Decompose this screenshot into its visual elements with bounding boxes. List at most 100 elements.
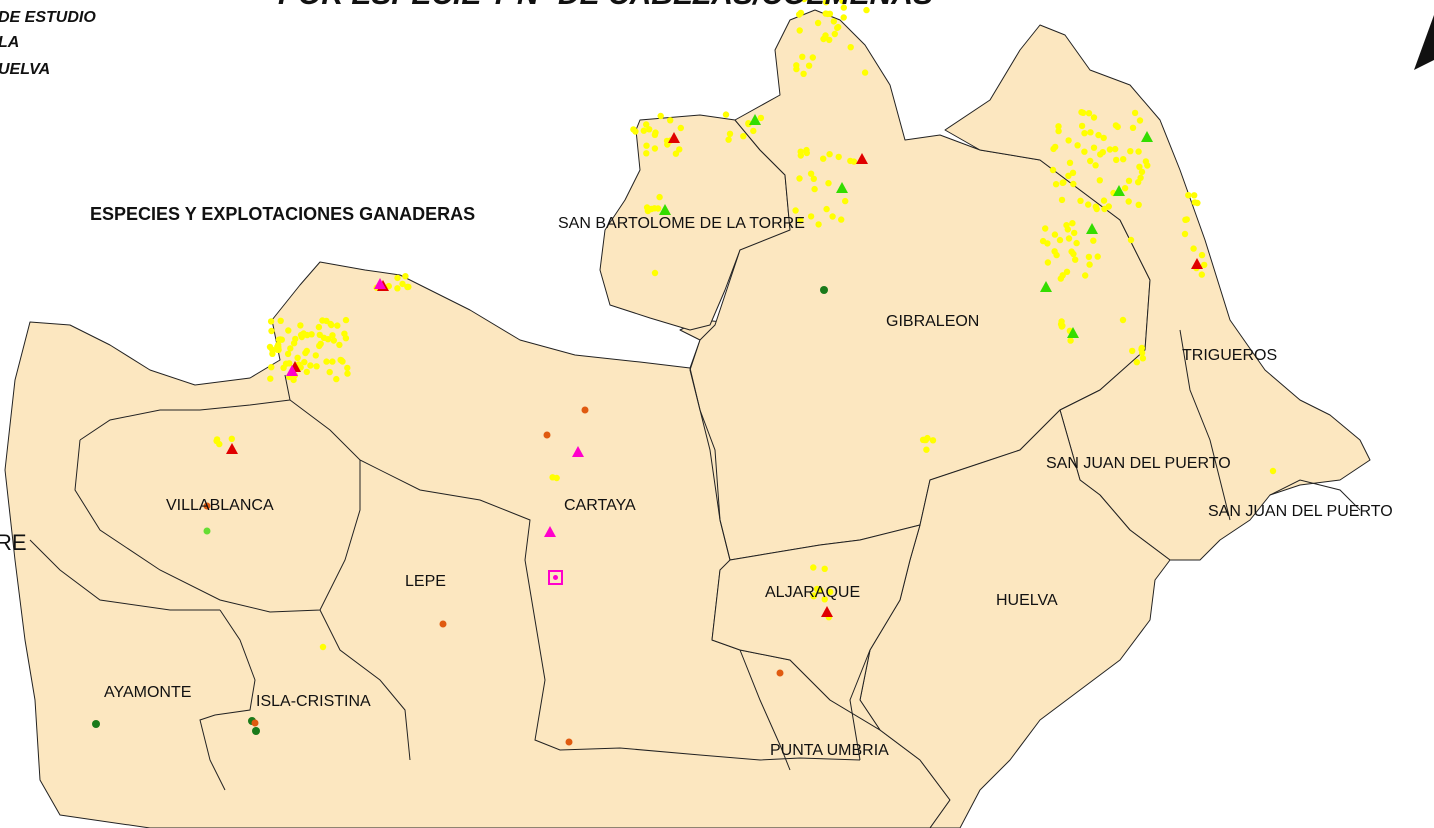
yellow-dot <box>1113 156 1120 164</box>
yellow-dot <box>803 146 810 154</box>
yellow-dot <box>329 332 336 339</box>
label-san-juan-del-puerto-1: SAN JUAN DEL PUERTO <box>1046 455 1231 472</box>
yellow-dot <box>269 350 276 357</box>
label-trigueros: TRIGUEROS <box>1182 347 1277 364</box>
yellow-dot <box>286 360 293 367</box>
yellow-dot <box>1100 134 1107 142</box>
magenta-triangle <box>572 446 584 457</box>
yellow-dot <box>1105 203 1113 210</box>
yellow-dot <box>807 170 815 177</box>
yellow-dot <box>1067 337 1074 344</box>
yellow-dot <box>1198 271 1206 278</box>
yellow-dot <box>1058 323 1066 330</box>
yellow-dot <box>1125 198 1132 205</box>
yellow-dot <box>643 121 650 128</box>
yellow-dot <box>1194 199 1201 207</box>
yellow-dot <box>228 435 235 442</box>
green-triangle <box>836 182 848 193</box>
study-area-line-1: DE ESTUDIO <box>0 9 96 26</box>
yellow-dot <box>929 437 937 444</box>
yellow-dot <box>676 146 683 153</box>
yellow-dot <box>835 153 842 161</box>
yellow-dot <box>813 585 821 593</box>
label-aljaraque: ALJARAQUE <box>765 584 860 601</box>
land-areas <box>4 9 1371 828</box>
yellow-dot <box>280 364 287 371</box>
orange-dot <box>776 669 784 677</box>
yellow-dot <box>810 175 817 182</box>
yellow-dot <box>1087 129 1094 136</box>
light-green-dot <box>203 527 211 535</box>
yellow-dot <box>213 437 220 445</box>
yellow-dot <box>809 54 816 61</box>
yellow-dot <box>826 36 833 44</box>
yellow-dot <box>1090 144 1098 151</box>
green-triangle <box>749 114 761 125</box>
yellow-dot <box>823 205 830 213</box>
yellow-dot <box>1139 355 1147 362</box>
yellow-dot <box>315 323 323 331</box>
label-punta-umbria: PUNTA UMBRIA <box>770 742 889 759</box>
yellow-dot <box>656 193 663 201</box>
label-isla-cristina: ISLA-CRISTINA <box>256 693 371 710</box>
red-triangle <box>668 132 680 143</box>
yellow-dot <box>847 44 854 51</box>
yellow-dot <box>672 150 680 157</box>
yellow-dot <box>342 316 350 324</box>
yellow-dot <box>1071 229 1078 237</box>
yellow-dot <box>643 142 650 149</box>
yellow-dot <box>328 321 335 329</box>
yellow-dot <box>652 129 659 136</box>
region-aljaraque <box>711 524 921 731</box>
yellow-dot <box>337 356 344 364</box>
yellow-dot <box>1129 347 1136 355</box>
north-arrow-icon <box>1414 15 1434 70</box>
yellow-dot <box>815 221 822 228</box>
yellow-dot <box>1065 172 1072 179</box>
yellow-dot <box>1125 177 1133 184</box>
label-san-juan-del-puerto-2: SAN JUAN DEL PUERTO <box>1208 503 1393 520</box>
yellow-dot <box>811 185 818 193</box>
yellow-dot <box>297 322 304 329</box>
orange-dot <box>543 431 551 439</box>
red-triangle <box>821 606 833 617</box>
magenta-square-marker <box>548 570 563 585</box>
yellow-dot <box>838 216 845 223</box>
yellow-dot <box>1120 156 1127 163</box>
yellow-dot <box>336 341 343 349</box>
label-san-bartolome: SAN BARTOLOME DE LA TORRE <box>558 215 805 232</box>
dark-green-dot <box>820 286 828 294</box>
yellow-dot <box>640 127 647 134</box>
yellow-dot <box>1057 275 1065 282</box>
yellow-dot <box>344 370 351 377</box>
yellow-dot <box>268 364 275 371</box>
yellow-dot <box>1181 230 1189 238</box>
yellow-dot <box>284 350 292 358</box>
yellow-dot <box>805 62 813 69</box>
yellow-dot <box>677 124 684 132</box>
yellow-dot <box>797 152 804 159</box>
yellow-dot <box>1201 261 1208 269</box>
yellow-dot <box>1087 157 1094 165</box>
yellow-dot <box>827 588 834 596</box>
yellow-dot <box>292 335 299 343</box>
red-triangle <box>856 153 868 164</box>
green-triangle <box>1040 281 1052 292</box>
yellow-dot <box>313 363 320 370</box>
yellow-dot <box>1081 130 1088 137</box>
other-markers <box>92 114 1203 746</box>
yellow-dot <box>1066 159 1074 166</box>
yellow-dot <box>1190 245 1197 252</box>
yellow-dot <box>820 35 827 43</box>
yellow-dot <box>1065 235 1073 242</box>
label-huelva: HUELVA <box>996 592 1058 609</box>
yellow-dot <box>1058 318 1065 325</box>
yellow-dot <box>1269 467 1277 475</box>
yellow-dots <box>213 0 1277 651</box>
yellow-dot <box>1182 216 1189 223</box>
region-trigueros <box>944 24 1371 561</box>
yellow-dot <box>1074 142 1081 149</box>
yellow-dot <box>1051 231 1059 238</box>
yellow-dot <box>842 197 849 205</box>
